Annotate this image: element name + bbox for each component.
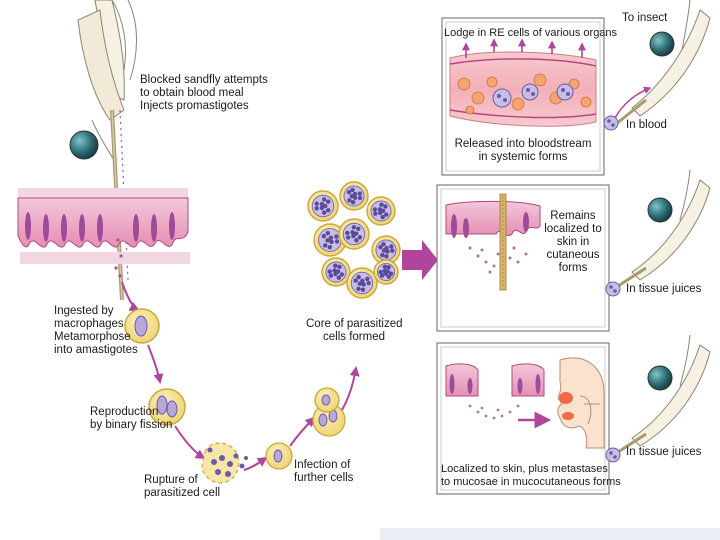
human-head-profile bbox=[557, 357, 605, 449]
skin-section-left bbox=[17, 188, 190, 264]
label-sandfly: Blocked sandfly attempts to obtain blood… bbox=[140, 74, 268, 113]
arrow-to-clinical-forms bbox=[402, 240, 438, 280]
sandfly-head-left bbox=[69, 0, 137, 161]
label-rupture: Rupture of parasitized cell bbox=[144, 474, 220, 500]
arrow-fission-to-rupture bbox=[174, 425, 206, 460]
parasitized-cell bbox=[313, 223, 347, 257]
bottom-strip bbox=[380, 528, 720, 540]
blood-monocyte-right bbox=[603, 115, 619, 131]
panel-systemic bbox=[441, 17, 605, 176]
label-mucocutaneous: Localized to skin, plus metastases to mu… bbox=[441, 463, 621, 489]
sandfly-right-2 bbox=[617, 169, 711, 288]
label-systemic-bottom-line-2: in systemic forms bbox=[478, 151, 568, 163]
injected-promastigotes bbox=[114, 238, 123, 278]
parasitized-cell bbox=[346, 267, 378, 299]
parasitized-cell bbox=[366, 196, 396, 226]
label-cutaneous-line-3: skin in bbox=[556, 236, 590, 248]
label-cutaneous-line-5: forms bbox=[558, 262, 588, 274]
sandfly-right-1 bbox=[615, 0, 711, 126]
parasitized-cell bbox=[307, 190, 339, 222]
infected-monocytes bbox=[492, 83, 574, 108]
label-tissue-juices-2: In tissue juices bbox=[626, 446, 702, 458]
label-tissue-juices-1: In tissue juices bbox=[626, 283, 702, 295]
tissue-parasite-right-1 bbox=[605, 281, 621, 297]
arrow-macrophage-to-fission bbox=[147, 344, 164, 384]
label-to-insect: To insect bbox=[622, 12, 668, 24]
label-rupture-line-2: parasitized cell bbox=[144, 487, 221, 499]
parasitized-cell bbox=[321, 257, 351, 287]
parasitized-cell bbox=[339, 181, 369, 211]
arrows-to-organs bbox=[462, 38, 586, 58]
label-ingested-line-3: Metamorphose bbox=[54, 331, 131, 343]
label-cutaneous-line-4: cutaneous bbox=[546, 249, 600, 261]
mucocutaneous-parasites bbox=[468, 404, 520, 420]
label-in-blood: In blood bbox=[626, 119, 667, 131]
label-mucocutaneous-line-2: to mucosae in mucocutaneous forms bbox=[441, 476, 621, 488]
label-sandfly-line-3: Injects promastigotes bbox=[140, 100, 249, 112]
label-systemic-top: Lodge in RE cells of various organs bbox=[444, 27, 618, 39]
label-core-line-2: cells formed bbox=[323, 331, 385, 343]
label-systemic-bottom-line-1: Released into bloodstream bbox=[454, 138, 592, 150]
parasitized-cell bbox=[338, 218, 370, 250]
panel-cutaneous bbox=[436, 184, 610, 332]
label-reproduction-line-2: by binary fission bbox=[90, 419, 173, 431]
label-infection-line-2: further cells bbox=[294, 472, 354, 484]
label-core: Core of parasitized cells formed bbox=[306, 318, 403, 344]
binary-fission-cell bbox=[148, 388, 186, 426]
label-sandfly-line-2: to obtain blood meal bbox=[140, 87, 244, 99]
label-cutaneous: Remains localized to skin in cutaneous f… bbox=[540, 210, 606, 275]
label-ingested-line-1: Ingested by bbox=[54, 305, 114, 317]
newly-infected-cell-3 bbox=[314, 387, 340, 413]
panel-mucocutaneous bbox=[436, 342, 610, 495]
parasitized-cell bbox=[373, 259, 399, 285]
label-systemic-bottom: Released into bloodstream in systemic fo… bbox=[444, 138, 602, 164]
arrow-to-core bbox=[341, 366, 360, 411]
sandfly-right-3 bbox=[617, 334, 711, 454]
ruptured-cell bbox=[201, 442, 248, 484]
label-cutaneous-line-2: localized to bbox=[544, 223, 602, 235]
label-ingested-line-4: into amastigotes bbox=[54, 344, 138, 356]
parasitized-cell-cluster bbox=[307, 181, 401, 299]
label-ingested-line-2: macrophages bbox=[54, 318, 124, 330]
label-sandfly-line-1: Blocked sandfly attempts bbox=[140, 74, 268, 86]
label-reproduction: Reproduction by binary fission bbox=[90, 406, 172, 432]
newly-infected-cell-2 bbox=[312, 403, 346, 437]
macrophage-ingested bbox=[124, 308, 160, 344]
label-core-line-1: Core of parasitized bbox=[306, 318, 403, 330]
arrow-infection-to-cells bbox=[289, 416, 316, 447]
label-ingested: Ingested by macrophages Metamorphose int… bbox=[54, 305, 138, 357]
label-rupture-line-1: Rupture of bbox=[144, 474, 198, 486]
label-infection-line-1: Infection of bbox=[294, 459, 351, 471]
tissue-parasite-right-2 bbox=[605, 447, 621, 463]
arrow-rupture-to-infection bbox=[243, 456, 268, 471]
label-cutaneous-line-1: Remains bbox=[550, 210, 596, 222]
label-mucocutaneous-line-1: Localized to skin, plus metastases bbox=[441, 463, 608, 475]
newly-infected-cell-1 bbox=[265, 442, 293, 470]
label-infection: Infection of further cells bbox=[294, 459, 353, 485]
label-reproduction-line-1: Reproduction bbox=[90, 406, 159, 418]
